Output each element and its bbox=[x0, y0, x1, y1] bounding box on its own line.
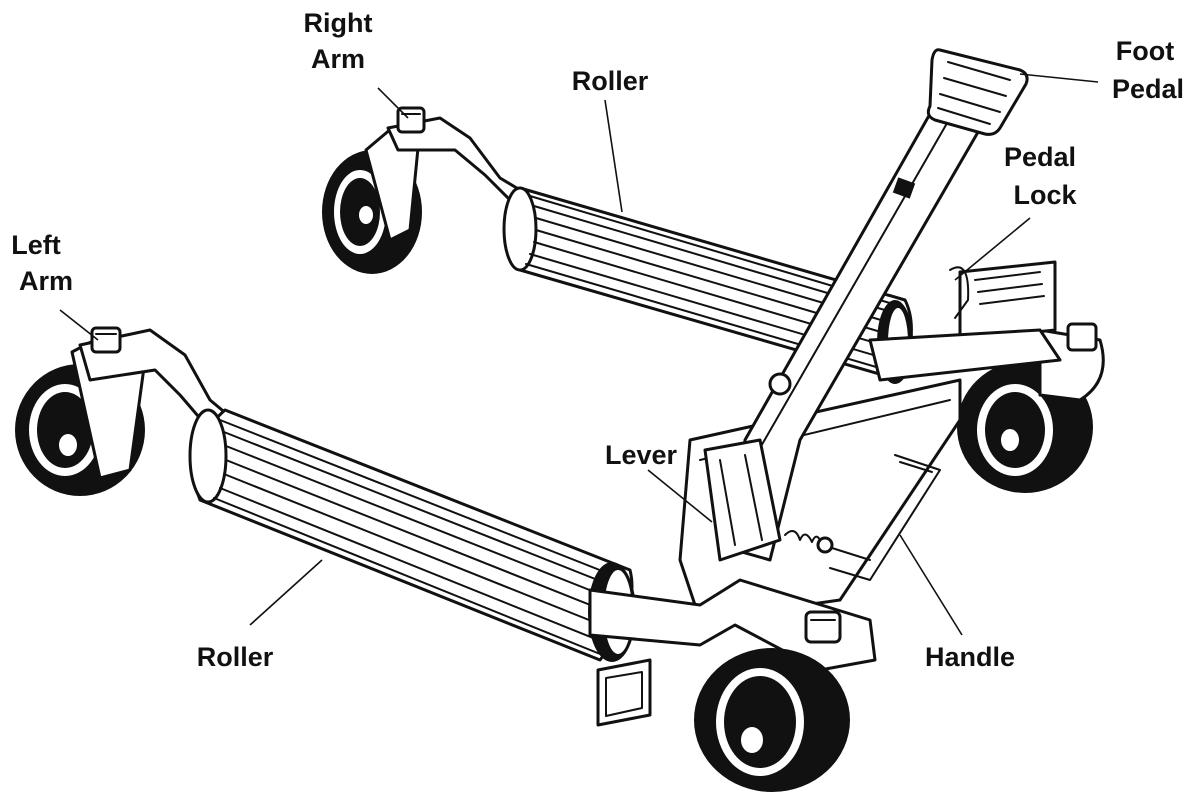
label-pedal-lock-line2: Lock bbox=[1013, 180, 1077, 210]
label-roller-top: Roller bbox=[572, 66, 649, 96]
label-right-arm-line2: Arm bbox=[311, 44, 365, 74]
pedal-lock-assembly bbox=[868, 260, 1062, 382]
label-roller-bottom: Roller bbox=[197, 642, 274, 672]
front-arm bbox=[588, 578, 877, 727]
roller-bottom bbox=[188, 408, 636, 662]
leader-lines bbox=[59, 73, 1099, 636]
right-front-caster-wheel bbox=[957, 322, 1105, 493]
label-handle: Handle bbox=[925, 642, 1015, 672]
label-left-arm-line1: Left bbox=[11, 230, 61, 260]
foot-pedal bbox=[926, 48, 1029, 136]
handle bbox=[829, 454, 941, 581]
label-pedal-lock-line1: Pedal bbox=[1004, 142, 1076, 172]
label-right-arm-line1: Right bbox=[304, 8, 373, 38]
label-lever: Lever bbox=[605, 440, 678, 470]
label-foot-pedal-line2: Pedal bbox=[1112, 74, 1184, 104]
front-caster-wheel bbox=[694, 648, 850, 792]
right-arm-caster-wheel bbox=[322, 126, 422, 274]
label-left-arm-line2: Arm bbox=[19, 266, 73, 296]
lever-spring bbox=[784, 530, 871, 561]
label-foot-pedal-line1: Foot bbox=[1116, 36, 1174, 66]
